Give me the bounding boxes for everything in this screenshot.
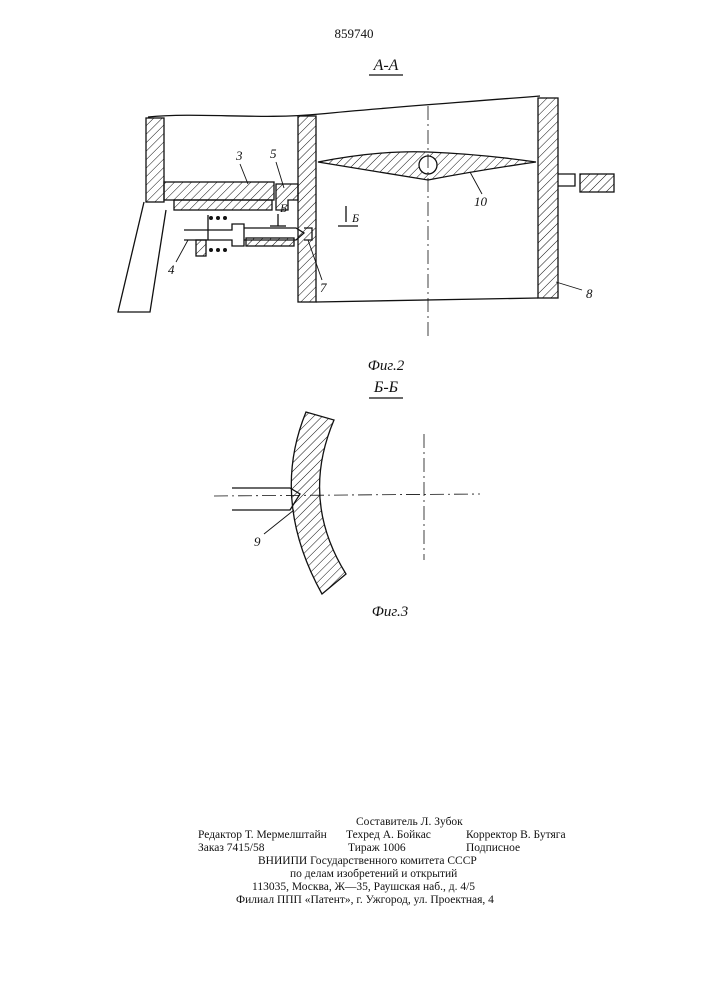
imprint-org-line1: ВНИИПИ Государственного комитета СССР [258,855,477,868]
imprint-subscription: Подписное [466,842,520,855]
imprint-corrector: Корректор В. Бутяга [466,829,566,842]
imprint-branch: Филиал ППП «Патент», г. Ужгород, ул. Про… [236,894,494,907]
imprint-tech-editor: Техред А. Бойкас [346,829,431,842]
imprint-address: 113035, Москва, Ж—35, Раушская наб., д. … [252,881,475,894]
imprint-editor: Редактор Т. Мермелштайн [198,829,327,842]
imprint-org-line2: по делам изобретений и открытий [290,868,457,881]
imprint-circulation: Тираж 1006 [348,842,406,855]
imprint-compiler: Составитель Л. Зубок [356,816,463,829]
imprint-order: Заказ 7415/58 [198,842,265,855]
